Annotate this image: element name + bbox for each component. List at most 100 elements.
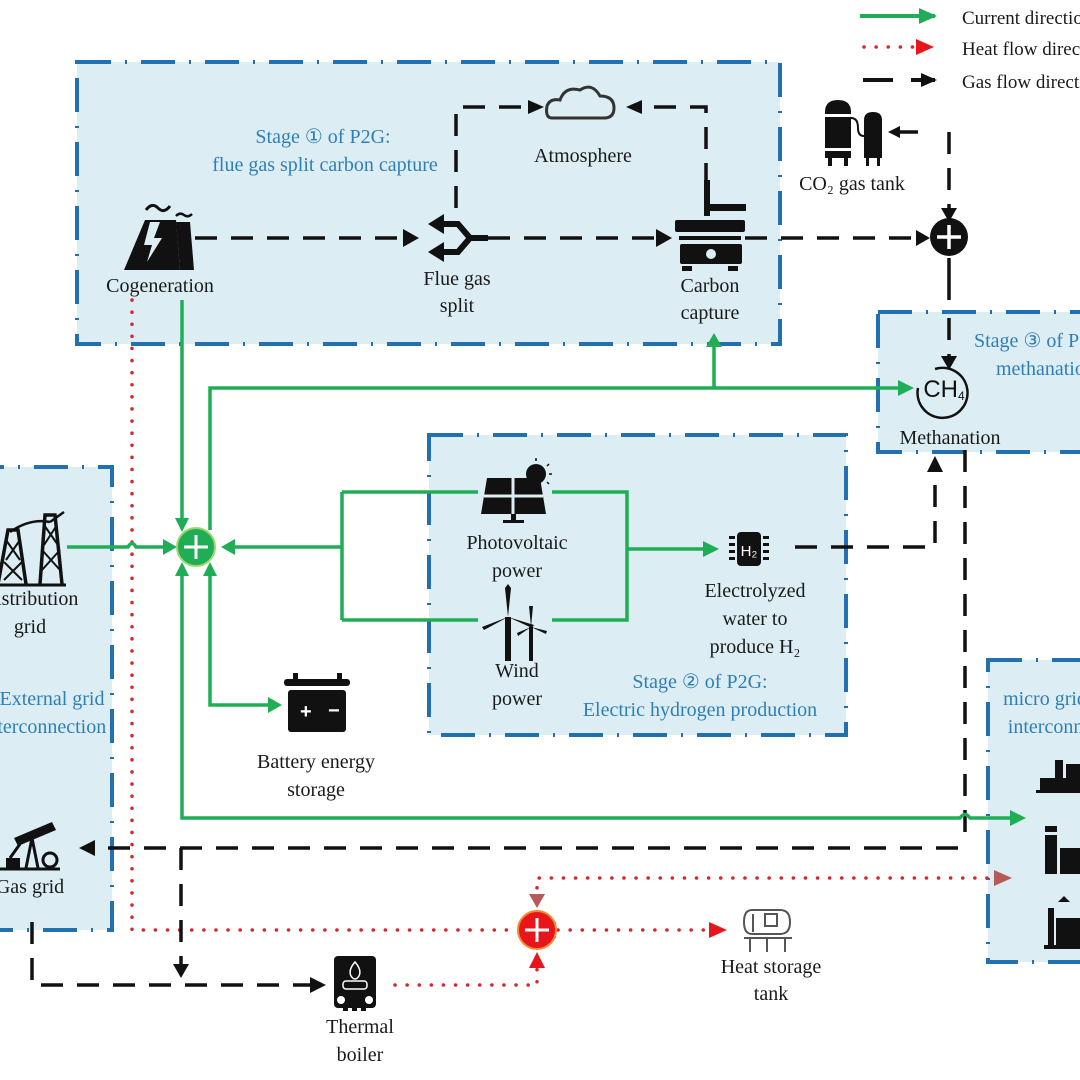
svg-text:CH4: CH4 [923,376,965,403]
heat-flow-cogeneration [130,298,517,932]
atmosphere-label: Atmosphere [534,145,632,167]
external-grid-subtitle: interconnection [0,716,106,738]
node-gas-grid[interactable]: Gas grid [0,822,64,898]
node-wind[interactable]: Wind power [482,584,547,710]
heat-storage-label-2: tank [754,983,788,1005]
stage3-subtitle: methanation [996,358,1080,380]
gas-capture-to-atmosphere [640,105,708,185]
gas-flows [30,100,967,993]
node-methanation[interactable]: CH4 Methanation [899,366,1001,449]
legend: Current direction Heat flow direction Ga… [860,8,1080,93]
carbon-capture-machine-icon [675,180,746,271]
distribution-grid-label-2: grid [14,616,46,638]
node-thermal-boiler[interactable]: Thermal boiler [326,956,394,1066]
node-atmosphere[interactable]: Atmosphere [534,85,632,167]
wind-label-2: power [492,688,542,710]
current-flows [67,300,1026,826]
micro-grid-title: micro grid [1003,688,1080,710]
current-hub-to-microgrid [180,575,1012,820]
micro-grid-facilities [1036,760,1080,949]
gas-split-to-atmosphere [454,105,530,208]
current-renewables-to-electrolyzer-bus [552,490,629,622]
battery-label-2: storage [287,779,345,801]
electrolyzer-label-3: produce H₂ [710,636,801,658]
storage-tank-icon [742,909,792,952]
stage3-box [876,310,1080,454]
wind-turbine-icon [482,584,547,661]
stage2-subtitle: Electric hydrogen production [583,699,817,721]
current-hub-to-methanation [208,386,900,530]
current-grid-to-hub [67,541,165,549]
cloud-icon [545,85,616,120]
stage1-box [75,60,782,346]
boiler-icon [334,956,376,1011]
stage2-title: Stage ② of P2G: [632,671,767,693]
battery-plus: + [300,701,312,723]
h2-chip-icon: H₂ [729,532,769,566]
legend-item-current: Current direction [860,8,1080,29]
refinery-icon [1044,896,1080,949]
photovoltaic-label-1: Photovoltaic [466,532,567,554]
carbon-capture-label-2: capture [681,302,740,324]
battery-minus: − [328,700,340,722]
industrial-plant-icon [1043,826,1080,874]
ch4-subscript: 4 [958,389,965,403]
ch4-symbol: CH [923,376,958,403]
node-flue-gas-split[interactable]: Flue gas split [423,214,491,317]
external-grid-title: External grid [0,688,104,710]
legend-item-heat: Heat flow direction [862,39,1080,60]
current-hub [176,527,216,567]
transmission-tower-icon [0,510,66,587]
distribution-grid-label-1: Distribution [0,588,78,610]
gas-grid-label: Gas grid [0,876,64,898]
legend-item-gas: Gas flow direction [863,72,1080,93]
factory-icon [1036,760,1080,793]
cogeneration-label: Cogeneration [106,275,214,297]
stage1-subtitle: flue gas split carbon capture [212,154,438,176]
node-distribution-grid[interactable]: Distribution grid [0,510,78,638]
carbon-capture-label-1: Carbon [681,275,740,297]
node-co2-tank[interactable]: CO₂ gas tank [799,100,905,195]
thermal-boiler-label-2: boiler [337,1044,384,1066]
photovoltaic-label-2: power [492,560,542,582]
heat-hub [517,910,557,950]
gas-tank-icon [823,100,882,166]
gas-grid-to-boiler [30,922,310,987]
gas-mixer [930,218,968,256]
legend-label-heat: Heat flow direction [962,39,1080,60]
flue-gas-split-label-2: split [440,295,475,317]
co2-tank-label: CO₂ gas tank [799,173,905,195]
wind-label-1: Wind [495,660,539,682]
electrolyzer-label-1: Electrolyzed [704,580,805,602]
heat-flow-boiler [393,956,539,987]
solar-panel-icon [481,458,552,523]
node-photovoltaic[interactable]: Photovoltaic power [466,458,568,582]
node-electrolyzer[interactable]: H₂ Electrolyzed water to produce H₂ [704,532,806,658]
legend-label-gas: Gas flow direction [962,72,1080,93]
node-battery[interactable]: + − Battery energy storage [257,673,375,801]
split-arrows-icon [428,214,488,262]
h2-chip-text: H₂ [741,543,758,560]
node-cogeneration[interactable]: Cogeneration [106,203,214,297]
micro-grid-subtitle: interconnection [1008,716,1080,738]
gas-h2-to-methanation [795,470,937,549]
flue-gas-split-label-1: Flue gas [423,268,490,290]
thermal-boiler-label-1: Thermal [326,1016,394,1038]
battery-label-1: Battery energy [257,751,375,773]
legend-label-current: Current direction [962,8,1080,29]
oil-pump-icon [0,822,60,871]
node-carbon-capture[interactable]: Carbon capture [675,180,746,324]
heat-storage-label-1: Heat storage [721,956,822,978]
power-plant-icon [124,203,194,270]
stage3-title: Stage ③ of P2G: [974,330,1080,352]
heat-flow-to-microgrid [535,870,1012,902]
current-hub-to-battery [208,575,270,707]
electrolyzer-label-2: water to [723,608,788,630]
node-heat-storage[interactable]: Heat storage tank [721,909,822,1005]
micro-grid-box [986,658,1080,964]
ch4-icon: CH4 [916,366,969,420]
stage1-title: Stage ① of P2G: [255,126,390,148]
methanation-label: Methanation [899,427,1000,449]
battery-icon: + − [284,673,350,732]
